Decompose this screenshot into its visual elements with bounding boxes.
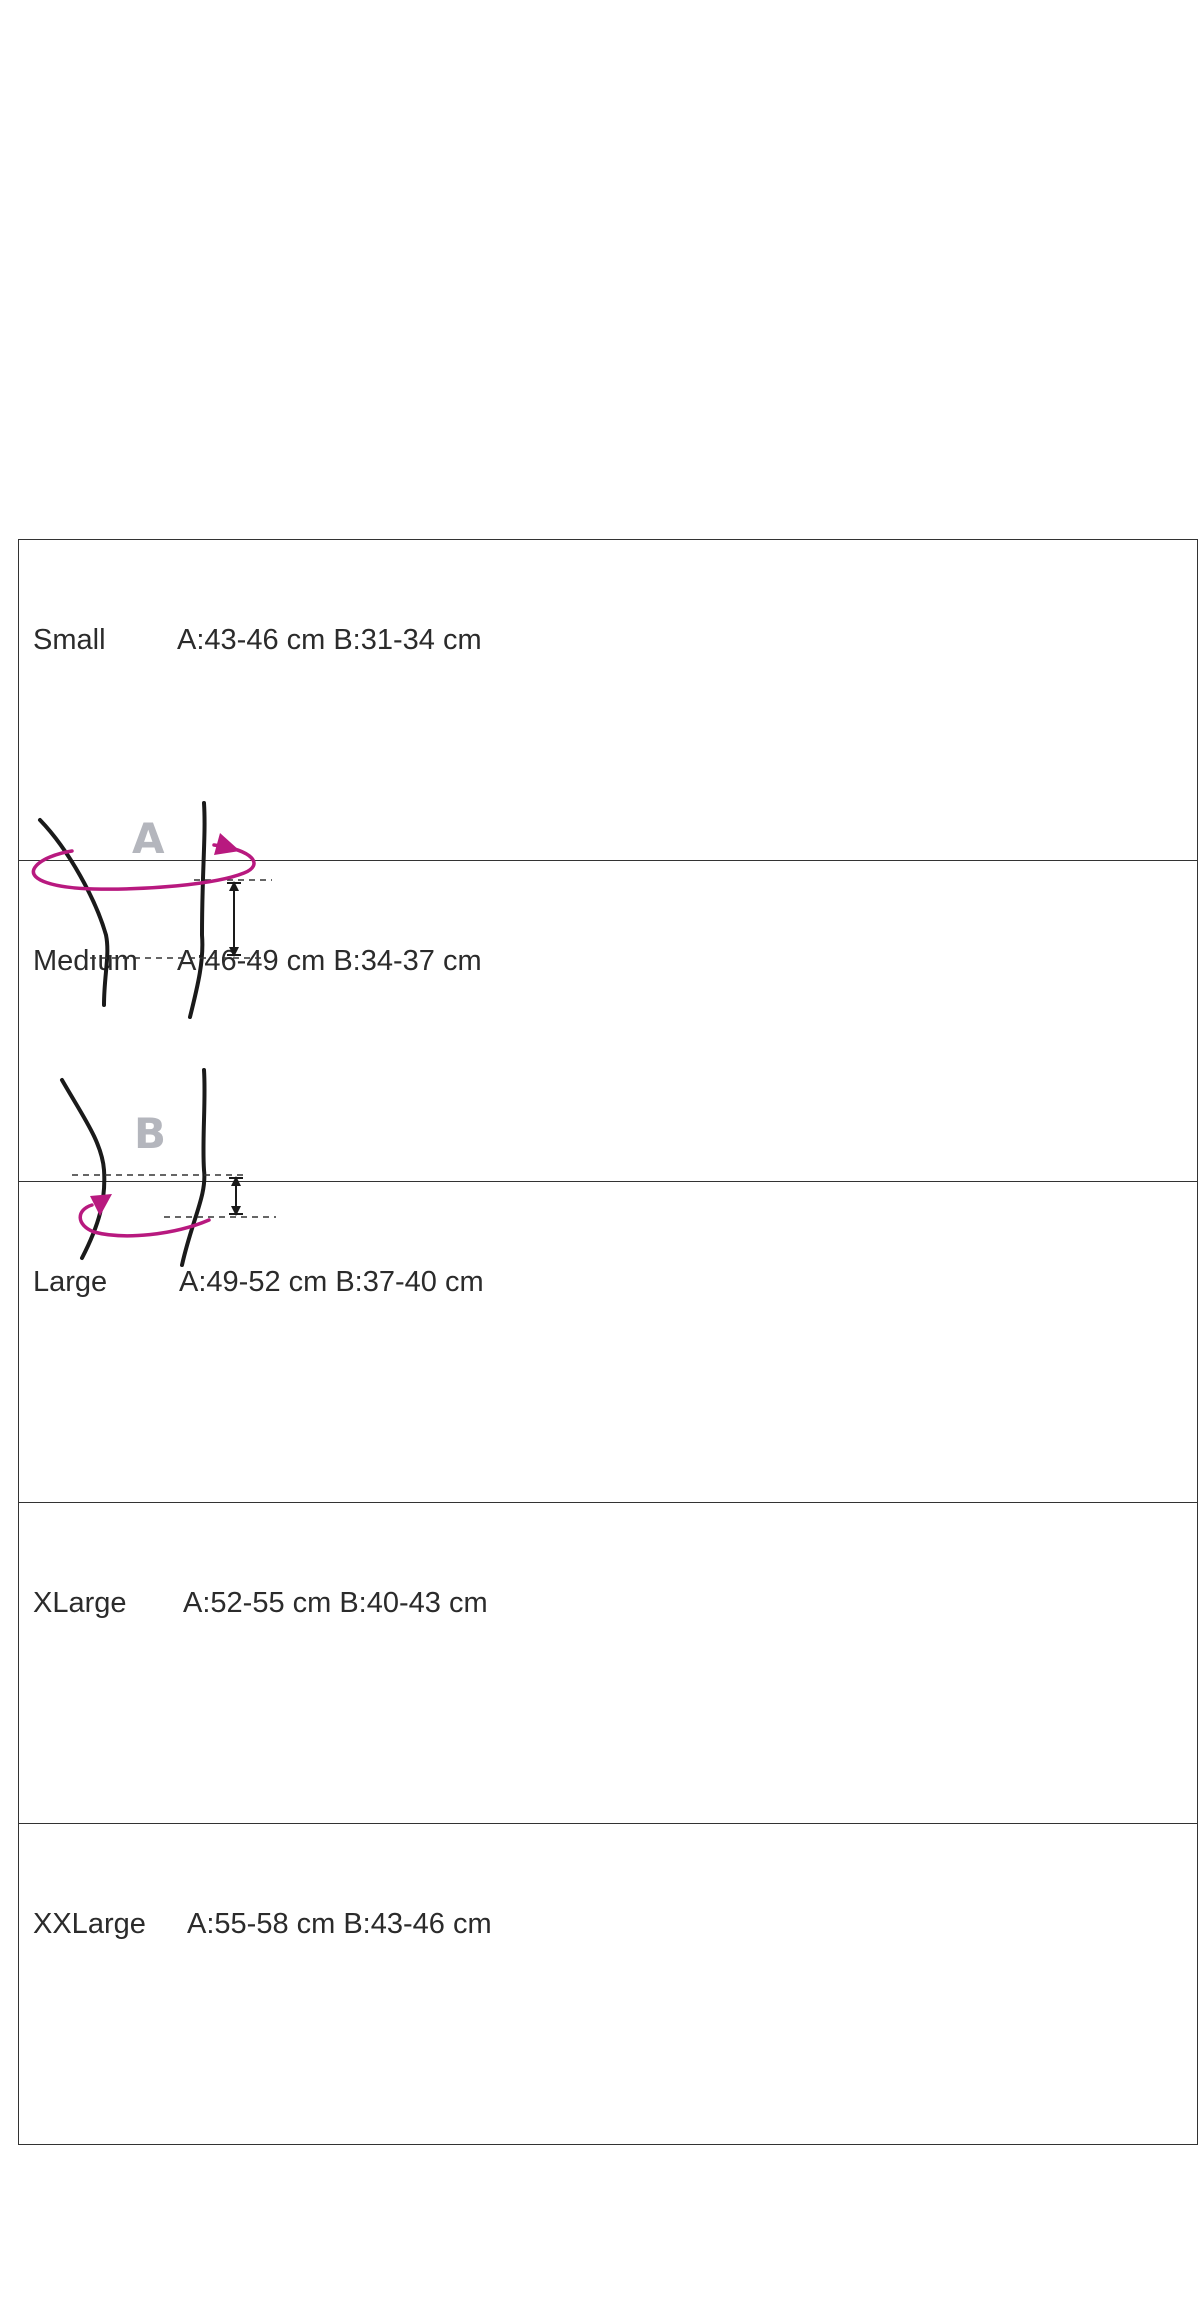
size-measurement: A:46-49 cm B:34-37 cm <box>177 945 482 977</box>
size-measurement: A:55-58 cm B:43-46 cm <box>187 1908 492 1940</box>
table-row: Medıum A:46-49 cm B:34-37 cm <box>18 860 1198 1182</box>
circumference-loop <box>31 843 256 891</box>
table-row: Large A:49-52 cm B:37-40 cm <box>18 1181 1198 1503</box>
leg-outline-right <box>180 1068 207 1267</box>
table-cell: Medıum A:46-49 cm B:34-37 cm <box>18 860 1198 1182</box>
circumference-arrowhead <box>90 1194 112 1216</box>
leg-outline-right <box>188 801 207 1019</box>
size-name: XXLarge <box>33 1908 146 1940</box>
diagram-a-illustration: A <box>31 801 272 1019</box>
measurement-diagram-b: B <box>14 1060 304 1275</box>
leg-outline-left <box>60 1078 107 1260</box>
circumference-loop <box>78 1203 211 1238</box>
table-cell: XLarge A:52-55 cm B:40-43 cm <box>18 1502 1198 1824</box>
table-row: Small A:43-46 cm B:31-34 cm <box>18 539 1198 861</box>
diagram-a-label: A <box>132 814 165 863</box>
table-cell: Large A:49-52 cm B:37-40 cm <box>18 1181 1198 1503</box>
size-name: Medıum <box>33 945 138 977</box>
size-name: Large <box>33 1266 108 1298</box>
circumference-arrowhead <box>214 833 240 855</box>
size-measurement: A:43-46 cm B:31-34 cm <box>177 624 482 656</box>
size-measurement: A:49-52 cm B:37-40 cm <box>179 1266 484 1298</box>
diagram-b-label: B <box>134 1109 166 1158</box>
size-measurement: A:52-55 cm B:40-43 cm <box>183 1587 488 1619</box>
size-chart-table: Small A:43-46 cm B:31-34 cm Medıum A:46-… <box>18 539 1198 2145</box>
size-name: Small <box>33 624 106 656</box>
measurement-diagram-a: A <box>14 795 304 1035</box>
size-name: XLarge <box>33 1587 127 1619</box>
leg-outline-left <box>38 818 110 1007</box>
table-cell: Small A:43-46 cm B:31-34 cm <box>18 539 1198 861</box>
diagram-b-illustration: B <box>60 1068 276 1267</box>
table-row: XLarge A:52-55 cm B:40-43 cm <box>18 1502 1198 1824</box>
